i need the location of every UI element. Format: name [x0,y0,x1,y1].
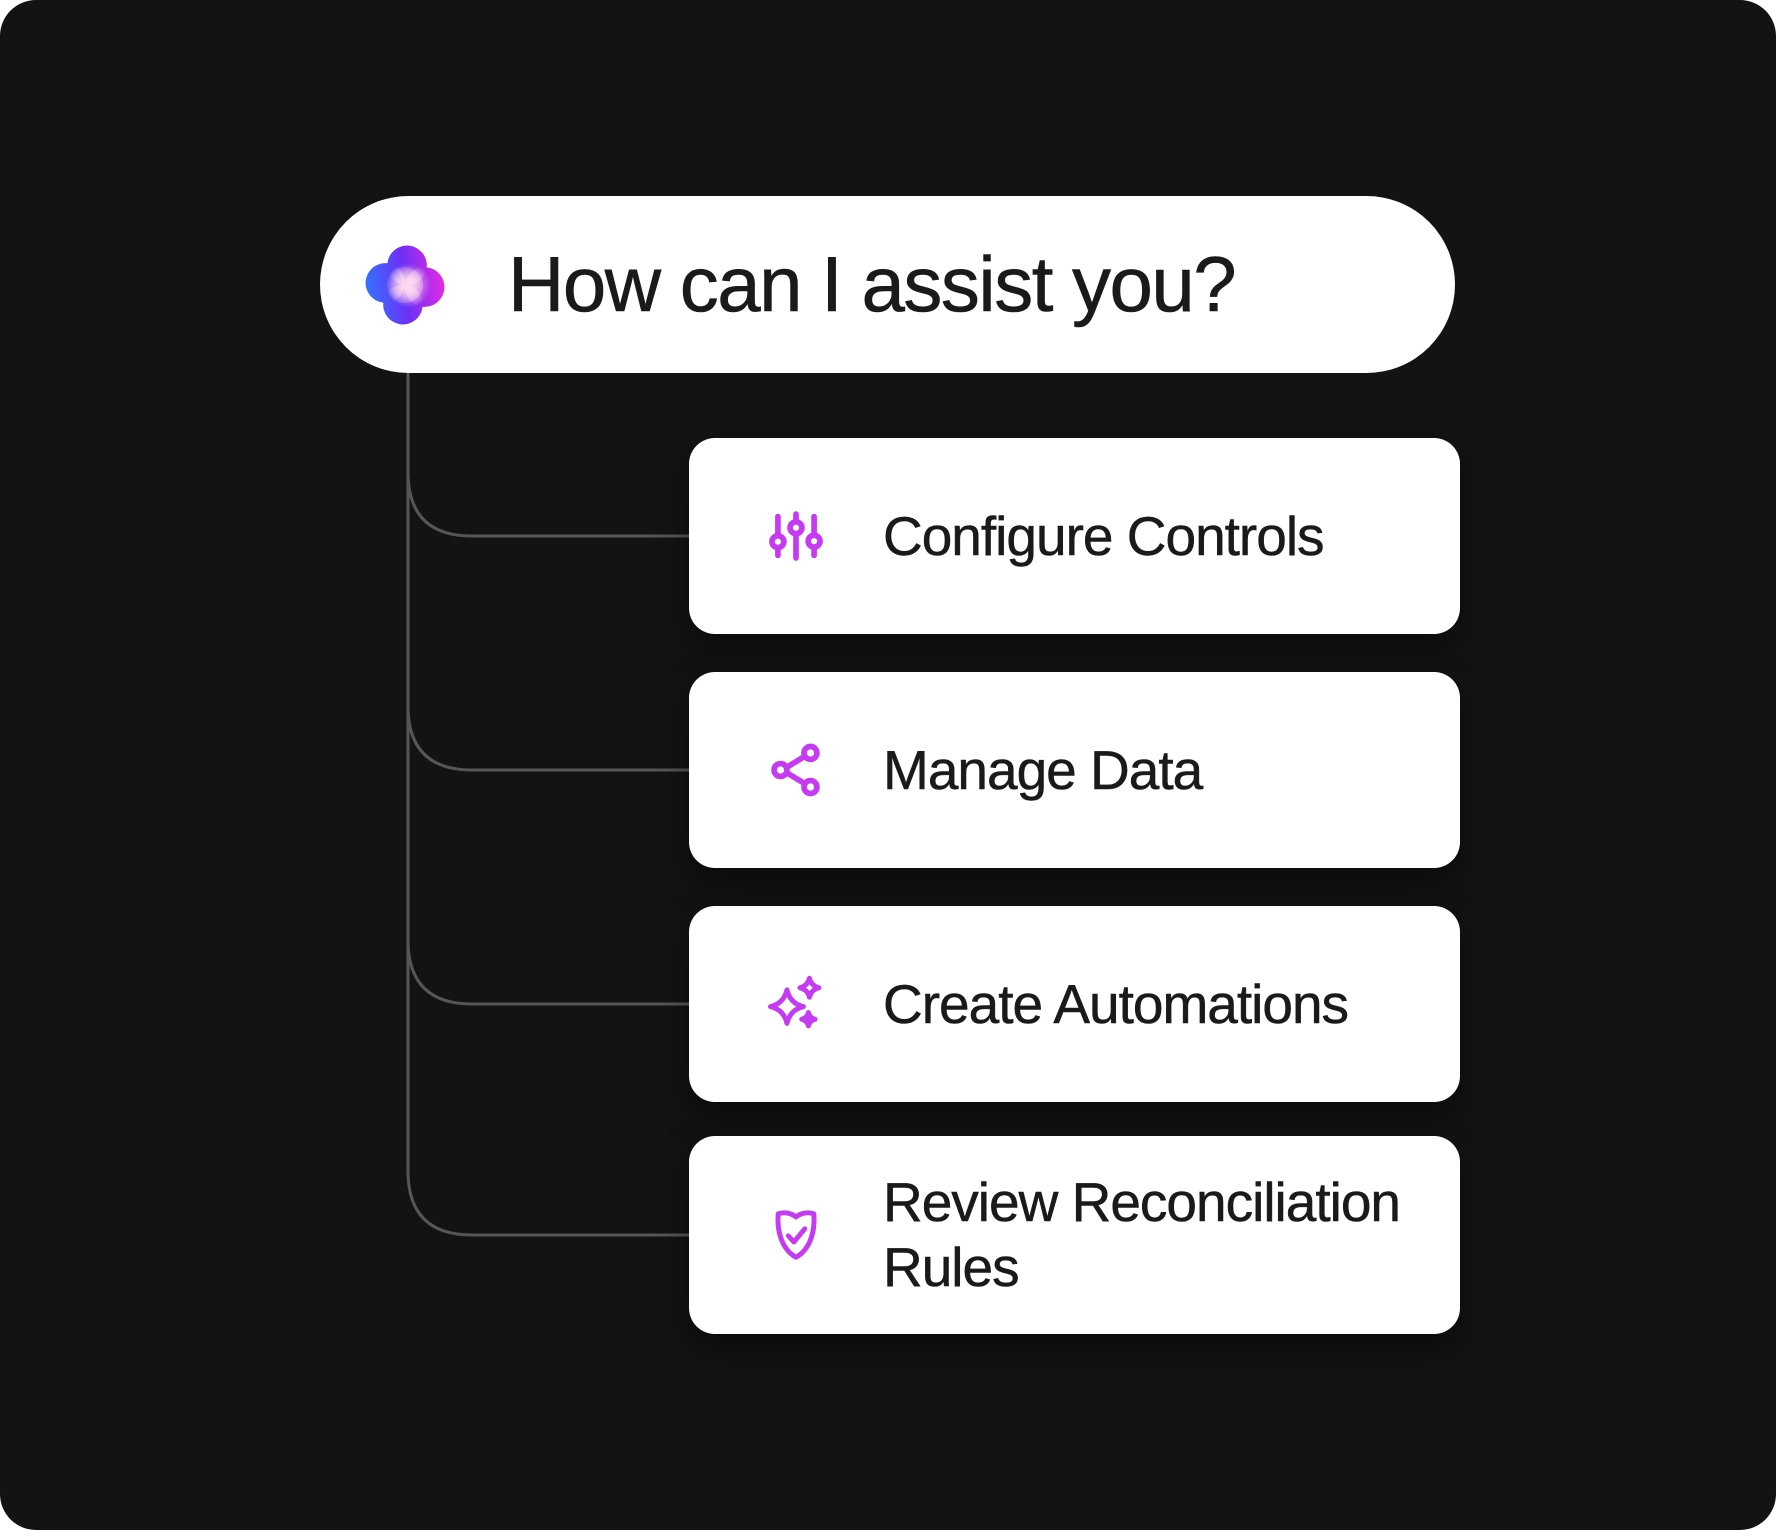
option-label: Configure Controls [883,504,1325,567]
sliders-icon [765,505,827,567]
option-label: Review Reconciliation Rules [883,1171,1402,1298]
ai-spark-blob-icon [365,245,445,324]
option-card-create-automations[interactable]: Create Automations [689,906,1460,1102]
share-nodes-icon [765,739,827,801]
option-card-manage-data[interactable]: Manage Data [689,672,1460,868]
option-label: Create Automations [883,972,1350,1035]
assistant-prompt-pill: How can I assist you? [320,196,1455,373]
option-label: Manage Data [883,738,1204,801]
sparkles-icon [765,973,827,1035]
option-card-review-reconciliation-rules[interactable]: Review Reconciliation Rules [689,1136,1460,1334]
option-card-configure-controls[interactable]: Configure Controls [689,438,1460,634]
assistant-prompt-text: How can I assist you? [508,240,1237,329]
shield-check-icon [765,1204,827,1266]
